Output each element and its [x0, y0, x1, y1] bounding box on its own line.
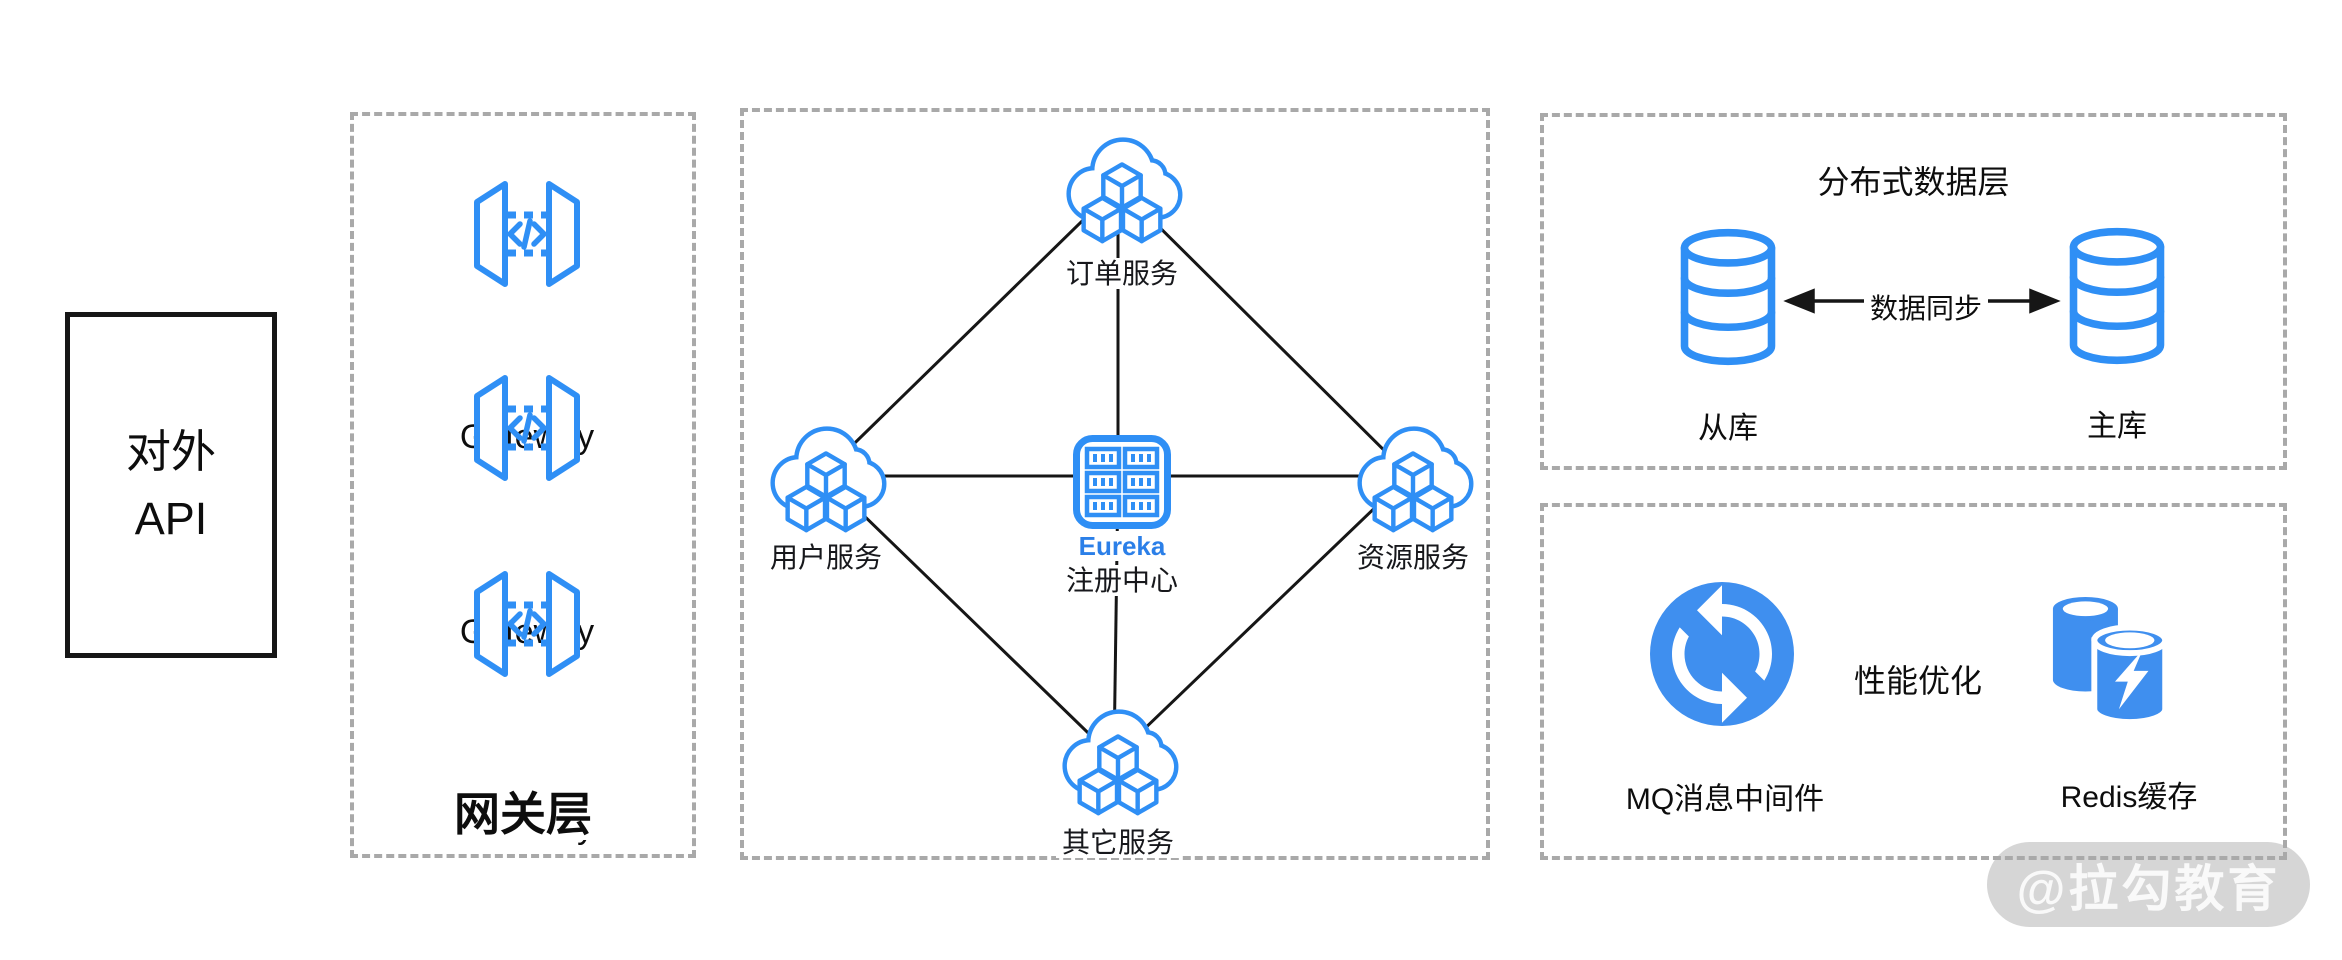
performance-title: 性能优化 [1798, 656, 2038, 702]
cloud-cubes-icon-other [1062, 709, 1179, 816]
database-cylinder-icon-slave [1680, 228, 1776, 366]
api-gateway-icon [474, 181, 580, 287]
master-db-label: 主库 [2037, 401, 2197, 445]
sync-arrows-icon [1650, 582, 1794, 726]
api-gateway-icon [474, 375, 580, 481]
eureka-name: Eureka [1022, 531, 1222, 562]
data-layer-panel: 分布式数据层 从库 主库 数据同步 [1540, 113, 2287, 470]
gateway-layer-panel: Gateway Gateway [350, 112, 696, 858]
external-api-box: 对外 API [65, 312, 277, 658]
watermark-text: @拉勾教育 [2016, 860, 2281, 917]
gateway-layer-title: 网关层 [354, 778, 692, 844]
service-label-order: 订单服务 [1022, 252, 1222, 292]
cloud-cubes-icon-resource [1357, 426, 1474, 533]
cloud-cubes-icon-order [1066, 137, 1183, 244]
service-label-resource: 资源服务 [1323, 536, 1503, 576]
slave-db-label: 从库 [1648, 403, 1808, 447]
external-api-label: 对外 API [125, 425, 216, 545]
redis-label: Redis缓存 [2009, 772, 2249, 816]
cloud-cubes-icon-user [770, 426, 887, 533]
performance-panel: MQ消息中间件 性能优化 Redis缓存 [1540, 503, 2287, 860]
redis-cylinders-icon [2052, 596, 2169, 725]
service-label-user: 用户服务 [746, 536, 906, 576]
data-layer-title: 分布式数据层 [1544, 157, 2283, 203]
api-gateway-icon [474, 571, 580, 677]
services-panel: 订单服务 用户服务 资源服务 [740, 108, 1490, 860]
registry-label: 注册中心 [1022, 559, 1222, 599]
data-sync-label: 数据同步 [1846, 287, 2006, 327]
mq-label: MQ消息中间件 [1595, 774, 1855, 818]
service-label-other: 其它服务 [1018, 821, 1218, 861]
registry-grid-icon [1073, 435, 1171, 529]
database-cylinder-icon-master [2069, 227, 2165, 365]
